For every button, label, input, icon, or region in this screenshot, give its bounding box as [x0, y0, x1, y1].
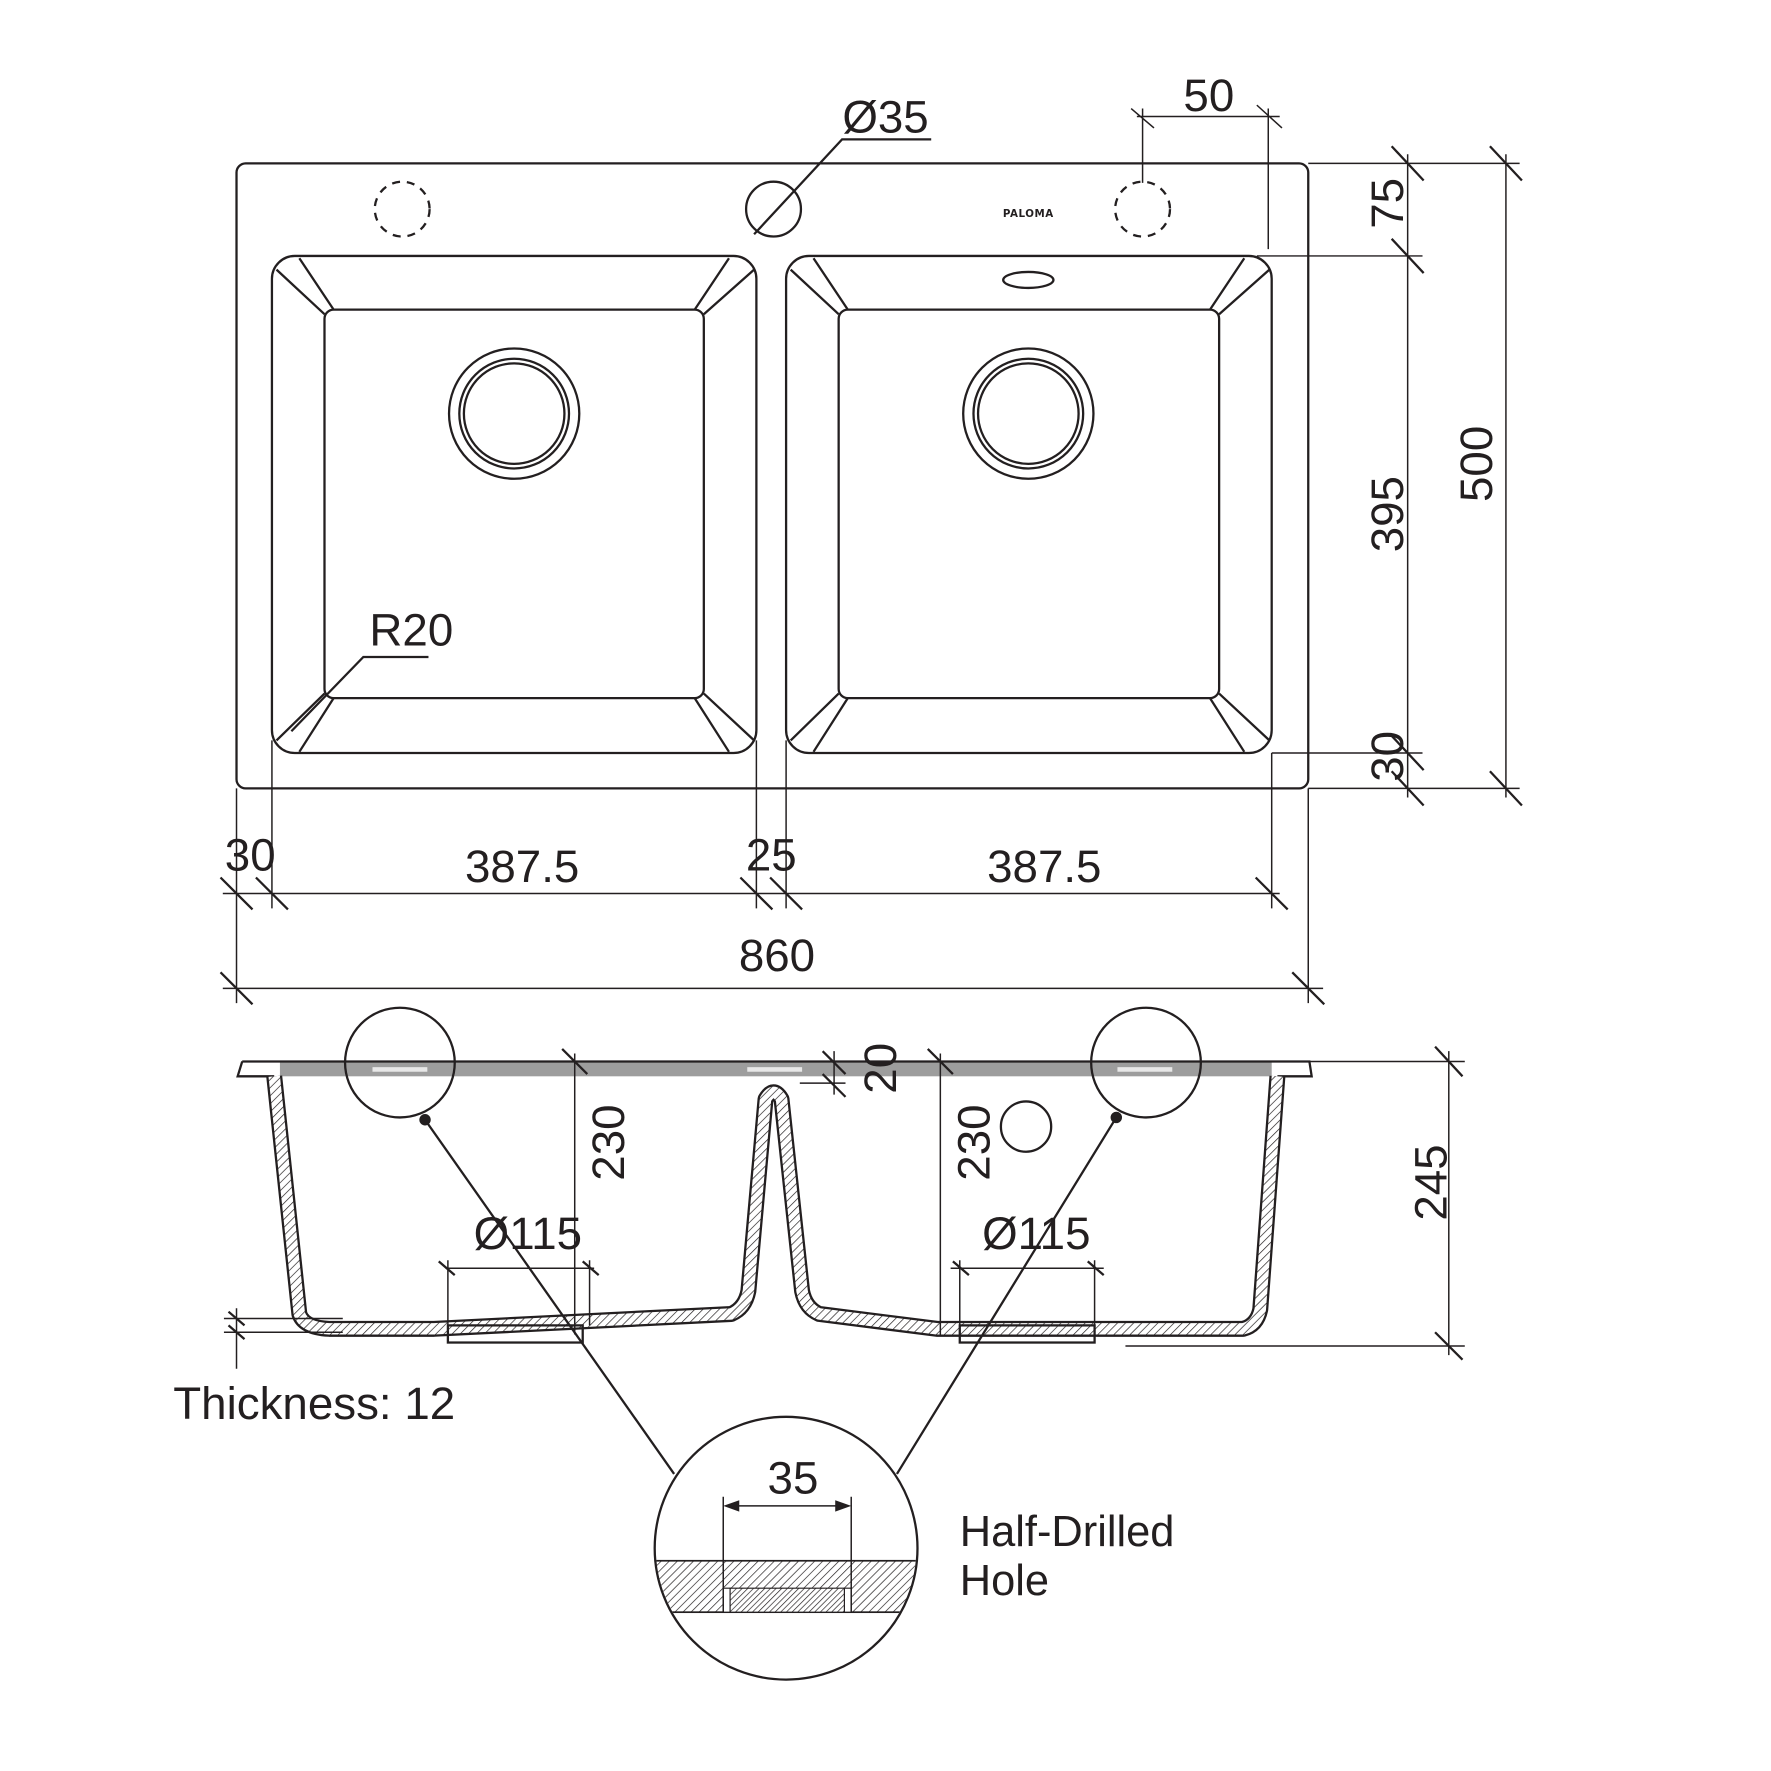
front-rim-label: 30 — [1362, 731, 1413, 782]
detail-marker-left — [343, 1006, 456, 1119]
half-drilled-hole-detail: 35 Half-Drilled Hole — [653, 1415, 1175, 1681]
thickness-label: Thickness: 12 — [173, 1378, 455, 1429]
overall-depth-label: 500 — [1451, 426, 1502, 502]
corner-radius-label: R20 — [369, 605, 453, 656]
hole-size-label: 35 — [768, 1452, 819, 1503]
detail-marker-right — [1090, 1006, 1202, 1119]
tap-hole — [744, 180, 803, 238]
drain-icon — [962, 347, 1095, 480]
tap-hole-diameter-label: Ø35 — [842, 92, 928, 143]
right-bowl — [784, 254, 1273, 755]
overflow-icon — [1002, 270, 1055, 290]
optional-tap-hole-right — [1114, 180, 1172, 238]
top-view: PALOMA Ø35 50 R20 75 395 30 500 30 387.5… — [219, 70, 1523, 1006]
left-drain-diameter-label: Ø115 — [474, 1208, 582, 1259]
right-bowl-height-label: 230 — [948, 1104, 999, 1180]
rim-thickness-label: 20 — [855, 1043, 906, 1094]
sink-profile — [266, 1075, 1286, 1337]
sink-outline — [235, 162, 1310, 790]
right-bowl-width-label: 387.5 — [987, 841, 1101, 892]
detail-caption-line2: Hole — [960, 1557, 1049, 1605]
section-view: 230 230 20 Ø115 Ø115 245 Thickness: 12 — [173, 1006, 1465, 1475]
right-drain-diameter-label: Ø115 — [982, 1208, 1090, 1259]
brand-logo: PALOMA — [1003, 208, 1054, 220]
drain-icon — [447, 347, 581, 480]
left-margin-label: 30 — [225, 830, 276, 881]
right-drain-section — [958, 1324, 1096, 1344]
left-bowl-height-label: 230 — [583, 1104, 634, 1180]
optional-tap-hole-left — [373, 180, 431, 238]
total-height-label: 245 — [1406, 1144, 1457, 1220]
detail-caption-line1: Half-Drilled — [960, 1508, 1175, 1556]
tap-offset-label: 50 — [1183, 70, 1234, 121]
left-bowl — [270, 254, 758, 755]
rim-depth-label: 75 — [1362, 178, 1413, 229]
left-drain-section — [446, 1324, 584, 1344]
tap-hole-section — [999, 1100, 1053, 1153]
bowl-depth-label: 395 — [1362, 476, 1413, 552]
divider-width-label: 25 — [746, 830, 797, 881]
left-bowl-width-label: 387.5 — [465, 841, 579, 892]
overall-width-label: 860 — [739, 930, 815, 981]
